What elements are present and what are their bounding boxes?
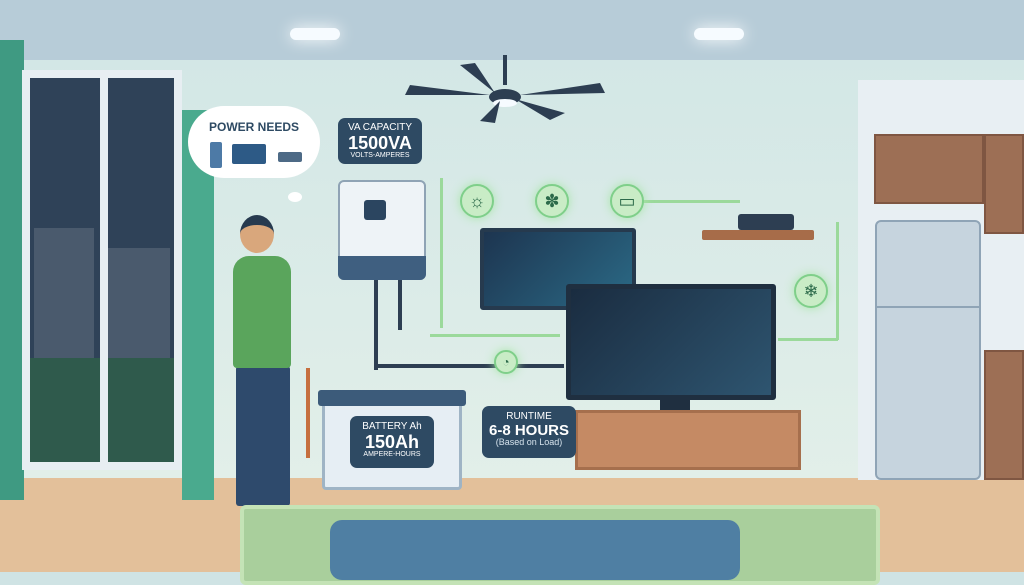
battery-unit: AMPERE-HOURS: [363, 451, 421, 459]
ceiling-light-icon: [290, 28, 340, 40]
fridge-icon: [210, 142, 222, 168]
clock-icon: ◔: [494, 350, 518, 374]
inverter-screen: [364, 200, 386, 220]
runtime-title: RUNTIME: [506, 411, 552, 422]
sofa: [330, 520, 740, 580]
battery-top: [318, 390, 466, 406]
refrigerator: [875, 220, 981, 480]
power-flow-line: [836, 222, 839, 340]
monitor-icon: [232, 144, 266, 164]
person-head: [240, 215, 274, 253]
wall-shelf: [702, 230, 814, 240]
va-capacity-title: VA CAPACITY: [347, 122, 413, 133]
power-flow-line: [430, 334, 560, 337]
kitchen-cabinet: [874, 134, 984, 204]
person-body: [233, 256, 291, 368]
power-needs-title: POWER NEEDS: [208, 120, 299, 134]
neighbor-house: [34, 228, 94, 368]
battery-title: BATTERY Ah: [362, 421, 422, 432]
va-capacity-unit: VOLTS-AMPERES: [350, 152, 410, 160]
ceiling: [0, 0, 1024, 60]
snowflake-icon: ❄: [794, 274, 828, 308]
neighbor-house: [100, 248, 170, 368]
runtime-label: RUNTIME 6-8 HOURS (Based on Load): [482, 406, 576, 458]
router-icon: [278, 152, 302, 162]
wire: [306, 368, 310, 458]
fan-icon: ✽: [535, 184, 569, 218]
power-flow-line: [440, 178, 443, 328]
battery-value: 150Ah: [364, 431, 420, 452]
inverter: [338, 180, 426, 280]
runtime-value: 6-8 HOURS: [488, 421, 570, 439]
runtime-note: (Based on Load): [495, 437, 563, 448]
battery-label: BATTERY Ah 150Ah AMPERE-HOURS: [350, 416, 434, 468]
kitchen-cabinet: [984, 134, 1024, 234]
power-flow-line: [778, 338, 838, 341]
power-flow-line: [640, 200, 740, 203]
person-legs: [236, 366, 290, 506]
va-capacity-value: 1500VA: [348, 132, 412, 153]
power-needs-bubble: POWER NEEDS: [188, 106, 320, 178]
va-capacity-label: VA CAPACITY 1500VA VOLTS-AMPERES: [338, 118, 422, 164]
wifi-router: [738, 214, 794, 230]
tv-console: [575, 410, 801, 470]
lightbulb-icon: ☼: [460, 184, 494, 218]
curtain-left: [0, 40, 24, 500]
wire: [374, 364, 564, 368]
wire: [398, 280, 402, 330]
large-tv: [566, 284, 776, 400]
window-frame: [100, 78, 108, 462]
thought-bubble: [288, 192, 302, 202]
ceiling-light-icon: [694, 28, 744, 40]
wire: [374, 280, 378, 370]
ceiling-fan-icon: [405, 55, 605, 123]
monitor-icon: ▭: [610, 184, 644, 218]
tv-stand: [660, 400, 690, 410]
kitchen-cabinet: [984, 350, 1024, 480]
